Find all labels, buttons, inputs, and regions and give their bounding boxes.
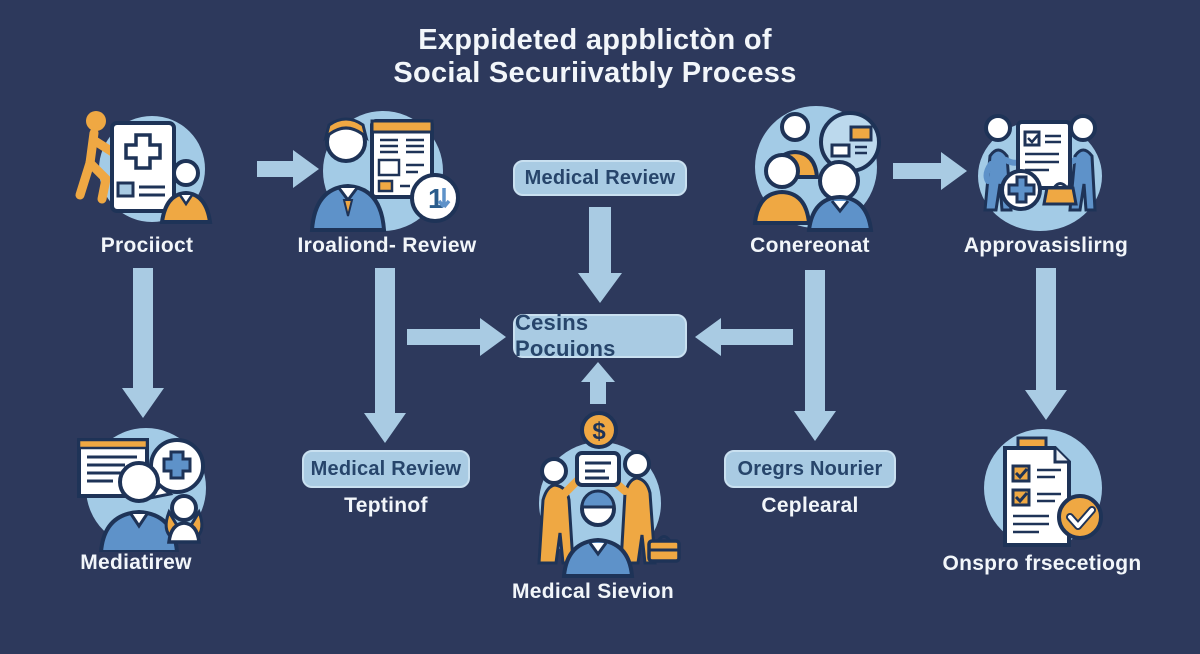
dollar-glyph: $: [592, 418, 606, 445]
arrow-applicant-to-initial-review: [257, 150, 319, 188]
medical-sievion-label: Medical Sievion: [511, 580, 675, 603]
onspro-checklist-icon: [983, 426, 1113, 554]
approval-handoff-icon: [973, 110, 1108, 232]
title-line-2: Social Securiivatbly Process: [393, 57, 797, 89]
onspro-label: Onspro frsecetiogn: [942, 552, 1142, 575]
arrow-consultation-to-approval: [893, 152, 967, 190]
arrow-right-into-central: [695, 318, 793, 356]
title-line-1: Exppideted appblictòn of: [418, 24, 772, 56]
medical-review-top-label: Medical Review: [524, 166, 676, 189]
medical-review-bottom-box: Medical Review: [302, 450, 470, 488]
medical-review-top-box: Medical Review: [513, 160, 687, 196]
central-process-label: Cesins Pocuions: [515, 310, 616, 361]
consultation-group-icon: [745, 100, 885, 235]
mediatirew-label: Mediatirew: [80, 551, 192, 574]
arrow-consultation-to-orders-notifier: [794, 270, 836, 441]
arrow-approval-to-onspro: [1025, 268, 1067, 420]
medical-sievion-icon: $: [517, 403, 682, 578]
applicant-label: Prociioct: [100, 234, 194, 257]
arrow-medical-sievion-to-central: [581, 362, 615, 404]
arrow-left-into-central: [407, 318, 506, 356]
medical-review-bottom-label: Medical Review: [310, 457, 462, 480]
consultation-label: Conereonat: [750, 234, 870, 257]
orders-notifier-label: Oregrs Nourier: [737, 457, 883, 480]
mediatirew-icon: [75, 424, 210, 552]
orders-notifier-box: Oregrs Nourier: [724, 450, 896, 488]
approval-label: Approvasislirng: [963, 234, 1129, 257]
ceplearal-sublabel: Ceplearal: [761, 494, 859, 517]
step-number-glyph: 1: [428, 183, 444, 214]
initial-review-label: Iroaliond- Review: [297, 234, 477, 257]
central-process-box: Cesins Pocuions: [513, 310, 687, 361]
diagram-title: Exppideted appblictòn of Social Securiiv…: [0, 24, 1190, 90]
initial-review-icon: 1: [300, 103, 465, 235]
arrow-medical-review-to-central: [578, 207, 622, 303]
arrow-applicant-to-mediatirew: [122, 268, 164, 418]
teptinof-sublabel: Teptinof: [344, 494, 428, 517]
applicant-document-icon: [62, 103, 227, 235]
arrow-initial-review-to-medical-review: [364, 268, 406, 443]
